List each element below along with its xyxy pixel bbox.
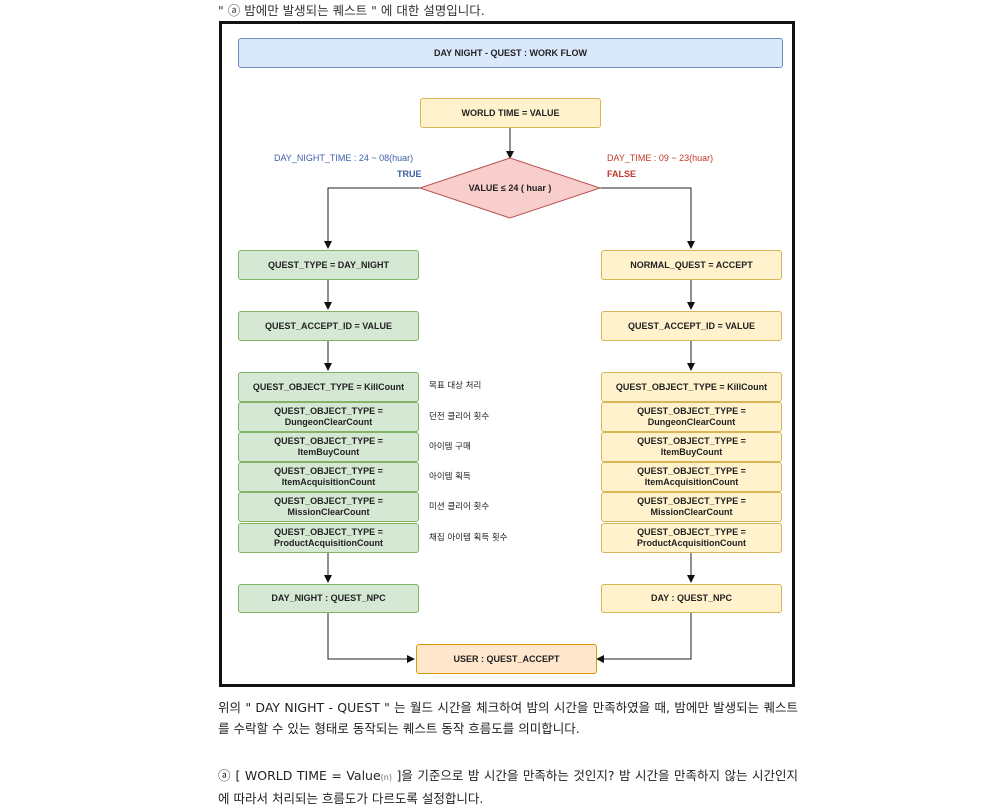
- description-paragraph-1: 위의 " DAY NIGHT - QUEST " 는 월드 시간을 체크하여 밤…: [218, 700, 798, 736]
- left-object-missionclear: QUEST_OBJECT_TYPE = MissionClearCount: [238, 492, 419, 522]
- arrow-right-npc-to-user: [596, 613, 692, 663]
- right-object-productacquisition: QUEST_OBJECT_TYPE = ProductAcquisitionCo…: [601, 523, 782, 553]
- left-object-itembuy: QUEST_OBJECT_TYPE = ItemBuyCount: [238, 432, 419, 462]
- true-label: TRUE: [397, 169, 422, 179]
- desc-itemacquisition: 아이템 획득: [429, 472, 471, 482]
- left-object-dungeonclear: QUEST_OBJECT_TYPE = DungeonClearCount: [238, 402, 419, 432]
- right-normal-quest-node: NORMAL_QUEST = ACCEPT: [601, 250, 782, 280]
- left-object-itemacquisition: QUEST_OBJECT_TYPE = ItemAcquisitionCount: [238, 462, 419, 492]
- top-caption: " ⓐ 밤에만 발생되는 퀘스트 " 에 대한 설명입니다.: [218, 3, 485, 18]
- left-accept-id-node: QUEST_ACCEPT_ID = VALUE: [238, 311, 419, 341]
- condition-diamond: [418, 157, 602, 219]
- left-npc-node: DAY_NIGHT : QUEST_NPC: [238, 584, 419, 613]
- left-object-killcount: QUEST_OBJECT_TYPE = KillCount: [238, 372, 419, 402]
- desc-productacquisition: 채집 아이템 획득 횟수: [429, 533, 508, 543]
- right-object-killcount: QUEST_OBJECT_TYPE = KillCount: [601, 372, 782, 402]
- desc-killcount: 목표 대상 처리: [429, 381, 482, 391]
- user-accept-node: USER : QUEST_ACCEPT: [416, 644, 597, 674]
- desc-itembuy: 아이템 구매: [429, 442, 471, 452]
- left-quest-type-node: QUEST_TYPE = DAY_NIGHT: [238, 250, 419, 280]
- left-object-productacquisition: QUEST_OBJECT_TYPE = ProductAcquisitionCo…: [238, 523, 419, 553]
- false-label: FALSE: [607, 169, 637, 179]
- right-object-itembuy: QUEST_OBJECT_TYPE = ItemBuyCount: [601, 432, 782, 462]
- paragraph-2-subscript: (n): [380, 773, 392, 782]
- right-object-dungeonclear: QUEST_OBJECT_TYPE = DungeonClearCount: [601, 402, 782, 432]
- right-npc-node: DAY : QUEST_NPC: [601, 584, 782, 613]
- paragraph-2-prefix: ⓐ [ WORLD TIME = Value: [218, 768, 381, 783]
- paragraph-2-suffix: ]을 기준으로 밤 시간을 만족하는 것인지? 밤 시간을 만족하지 않는 시간…: [218, 768, 798, 806]
- arrow-false-branch: [600, 187, 695, 249]
- right-accept-id-node: QUEST_ACCEPT_ID = VALUE: [601, 311, 782, 341]
- false-range-label: DAY_TIME : 09 ~ 23(huar): [607, 153, 714, 163]
- desc-dungeonclear: 던전 클리어 횟수: [429, 412, 490, 422]
- right-object-missionclear: QUEST_OBJECT_TYPE = MissionClearCount: [601, 492, 782, 522]
- right-object-itemacquisition: QUEST_OBJECT_TYPE = ItemAcquisitionCount: [601, 462, 782, 492]
- arrow-true-branch: [324, 187, 420, 249]
- diagram-title: DAY NIGHT - QUEST : WORK FLOW: [238, 38, 783, 68]
- description-paragraph-2: ⓐ [ WORLD TIME = Value(n) ]을 기준으로 밤 시간을 …: [218, 765, 798, 809]
- arrow-left-npc-to-user: [327, 613, 415, 663]
- diagram-frame: [219, 21, 795, 687]
- condition-label: VALUE ≤ 24 ( huar ): [468, 182, 552, 193]
- world-time-node: WORLD TIME = VALUE: [420, 98, 601, 128]
- true-range-label: DAY_NIGHT_TIME : 24 ~ 08(huar): [274, 153, 414, 163]
- desc-missionclear: 미션 클리어 횟수: [429, 502, 490, 512]
